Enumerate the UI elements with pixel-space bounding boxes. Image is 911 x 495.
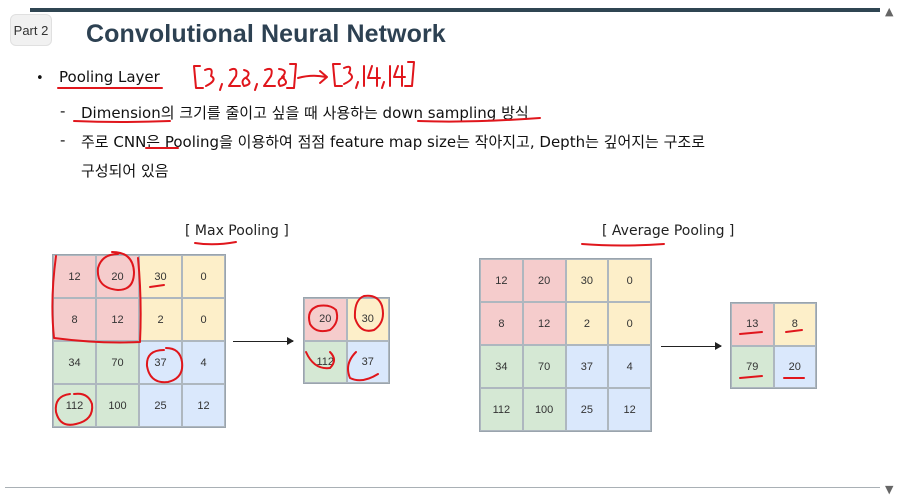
part-badge: Part 2 — [10, 14, 52, 46]
ink-bracket-left — [193, 65, 204, 89]
ink-comma-4 — [381, 81, 385, 89]
avg-input-cell: 2 — [565, 302, 609, 345]
avg-output-cell: 13 — [731, 303, 774, 346]
sub1-method: 방식 — [496, 104, 529, 122]
ink-bracket-left-2 — [332, 63, 343, 87]
scrollbar[interactable] — [880, 0, 911, 495]
max-input-cell: 20 — [96, 255, 139, 298]
slide-bottom-line — [5, 487, 880, 488]
ink-digit-28a — [228, 67, 251, 87]
avg-input-cell: 12 — [522, 302, 566, 345]
avg-input-cell: 4 — [608, 345, 651, 388]
ink-bracket-right-2 — [404, 61, 415, 87]
sub1-down-sampling: down sampling — [382, 104, 497, 122]
bullet-dot-icon: • — [36, 71, 44, 86]
max-input-cell: 12 — [96, 298, 139, 341]
avg-output-cell: 79 — [731, 345, 774, 388]
max-output-cell: 37 — [346, 340, 389, 383]
max-input-cell: 25 — [139, 384, 182, 427]
avg-output-cell: 20 — [773, 345, 816, 388]
average-pooling-arrow — [661, 342, 722, 350]
ink-digit-3 — [204, 67, 215, 87]
avg-output-cell: 8 — [773, 303, 816, 346]
avg-input-cell: 30 — [565, 259, 609, 302]
sub1-dimension: Dimension — [81, 104, 161, 122]
max-output-cell: 112 — [304, 340, 347, 383]
max-output-cell: 20 — [304, 298, 347, 341]
avg-input-cell: 12 — [480, 259, 523, 302]
slide-top-bar — [30, 8, 882, 12]
avg-input-cell: 8 — [480, 302, 523, 345]
sub-bullet-dash: - — [60, 131, 66, 149]
bullet-pooling-layer: Pooling Layer — [59, 68, 160, 86]
ink-digit-28b — [263, 67, 287, 87]
avg-input-cell: 20 — [522, 259, 566, 302]
avg-input-cell: 34 — [480, 345, 523, 388]
avg-input-cell: 100 — [522, 388, 566, 431]
max-input-cell: 70 — [96, 341, 139, 384]
sub-bullet-dimension: Dimension의 크기를 줄이고 싶을 때 사용하는 down sampli… — [81, 102, 529, 123]
avg-input-cell: 112 — [480, 388, 523, 431]
max-input-cell: 0 — [182, 255, 225, 298]
sub-bullet-cnn-line1: 주로 CNN은 Pooling을 이용하여 점점 feature map siz… — [81, 133, 706, 151]
ink-digit-14a — [363, 65, 381, 87]
max-input-cell: 0 — [182, 298, 225, 341]
avg-input-cell: 37 — [565, 345, 609, 388]
max-input-cell: 30 — [139, 255, 182, 298]
ink-comma-2 — [254, 83, 258, 91]
average-pooling-caption: [ Average Pooling ] — [602, 223, 735, 239]
scroll-down-icon[interactable]: ▼ — [885, 483, 894, 495]
ink-underline-average — [581, 243, 665, 247]
avg-input-cell: 70 — [522, 345, 566, 388]
max-pooling-caption: [ Max Pooling ] — [185, 223, 289, 239]
ink-digit-14b — [389, 65, 406, 87]
avg-input-cell: 12 — [608, 388, 651, 431]
avg-input-cell: 0 — [608, 259, 651, 302]
ink-arrow — [297, 70, 328, 84]
max-input-cell: 112 — [53, 384, 96, 427]
max-input-cell: 34 — [53, 341, 96, 384]
slide-title: Convolutional Neural Network — [86, 20, 446, 48]
max-input-cell: 37 — [139, 341, 182, 384]
max-input-cell: 100 — [96, 384, 139, 427]
max-input-cell: 4 — [182, 341, 225, 384]
avg-input-cell: 25 — [565, 388, 609, 431]
max-output-cell: 30 — [346, 298, 389, 341]
sub1-text: 의 크기를 줄이고 싶을 때 사용하는 — [160, 104, 383, 122]
max-input-cell: 8 — [53, 298, 96, 341]
avg-input-cell: 0 — [608, 302, 651, 345]
sub-bullet-cnn-line2: 구성되어 있음 — [81, 162, 169, 180]
scroll-up-icon[interactable]: ▲ — [885, 5, 894, 18]
max-input-cell: 12 — [53, 255, 96, 298]
ink-underline-max — [194, 241, 237, 246]
ink-comma-3 — [355, 81, 359, 89]
ink-comma-1 — [219, 83, 223, 91]
sub-bullet-dash: - — [60, 102, 66, 120]
ink-digit-3b — [343, 65, 354, 85]
max-pooling-arrow — [233, 337, 294, 345]
max-input-cell: 12 — [182, 384, 225, 427]
max-input-cell: 2 — [139, 298, 182, 341]
ink-bracket-right — [286, 63, 297, 89]
